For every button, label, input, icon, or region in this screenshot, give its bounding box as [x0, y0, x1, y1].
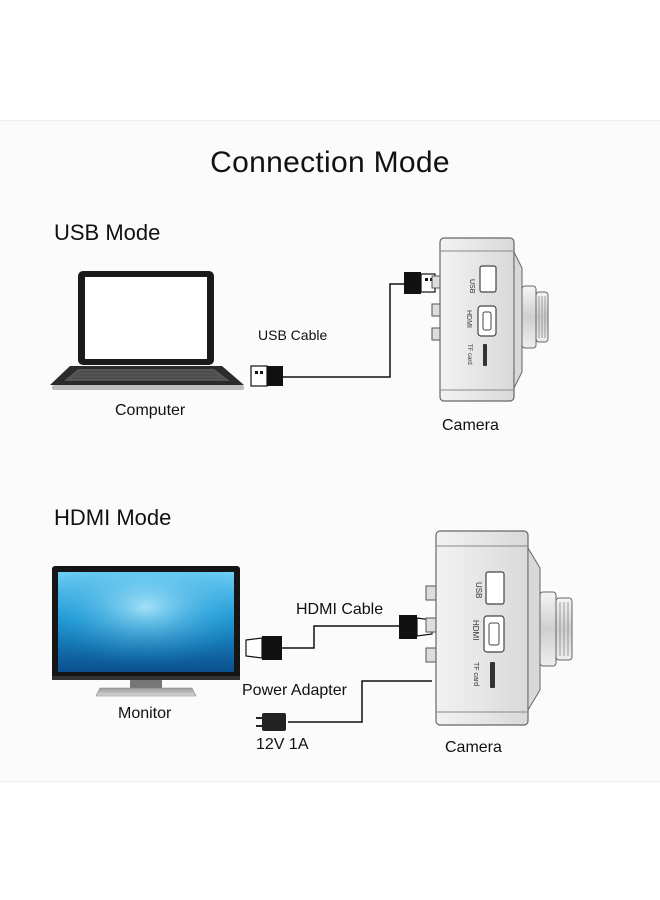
- usb-cable: [250, 272, 436, 387]
- monitor-label: Monitor: [118, 705, 172, 722]
- usb-camera-label: Camera: [442, 417, 499, 434]
- camera-icon: USB HDMI TF card: [425, 530, 573, 726]
- monitor-icon: [52, 566, 240, 697]
- power-adapter-label: Power Adapter: [242, 682, 347, 699]
- tf-card-label: TF card: [466, 344, 472, 365]
- usb-plug-icon: [250, 365, 283, 387]
- usb-plug-icon: [404, 272, 436, 294]
- tf-card-label: TF card: [472, 662, 479, 686]
- power-adapter-icon: [256, 713, 286, 731]
- usb-port-label: USB: [468, 279, 475, 294]
- usb-port-label: USB: [474, 582, 483, 598]
- laptop-icon: [50, 271, 244, 390]
- usb-mode-heading: USB Mode: [54, 220, 161, 245]
- hdmi-cable: [245, 615, 433, 660]
- hdmi-mode-heading: HDMI Mode: [54, 505, 172, 530]
- hdmi-cable-label: HDMI Cable: [296, 601, 384, 618]
- hdmi-port-label: HDMI: [471, 620, 480, 640]
- hdmi-camera-label: Camera: [445, 739, 502, 756]
- power-cable: [256, 680, 432, 731]
- hdmi-plug-icon: [245, 636, 282, 660]
- usb-cable-label: USB Cable: [258, 327, 328, 343]
- camera-icon: USB HDMI TF card: [431, 237, 549, 402]
- hdmi-port-label: HDMI: [465, 310, 472, 328]
- power-spec-label: 12V 1A: [256, 736, 309, 753]
- page-title: Connection Mode: [210, 146, 450, 179]
- computer-label: Computer: [115, 402, 186, 419]
